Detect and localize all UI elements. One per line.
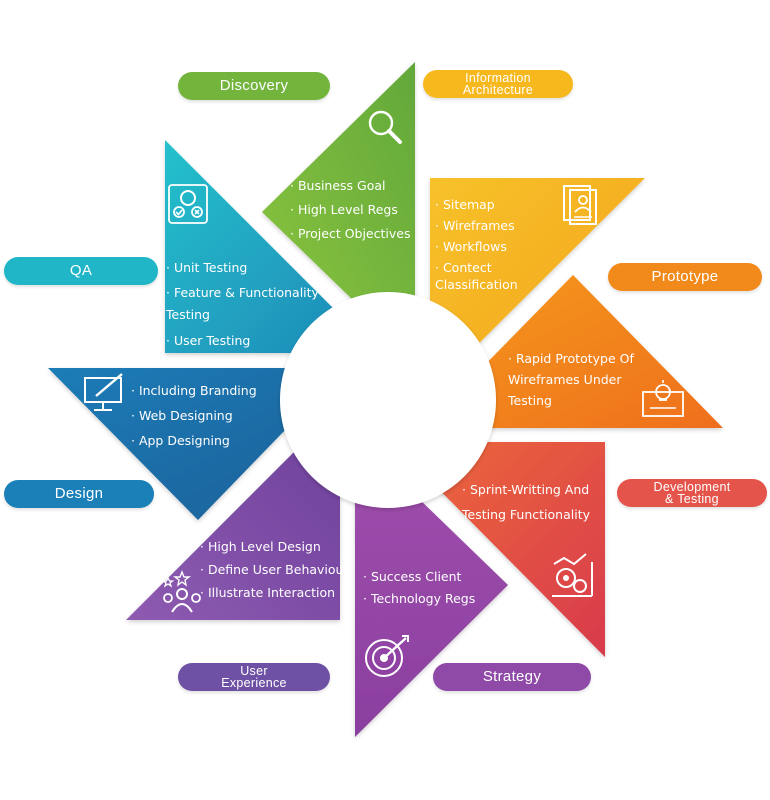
- list-item: · Illustrate Interaction: [200, 585, 336, 600]
- user-experience-items: · High Level Design · Define User Behavi…: [200, 538, 349, 601]
- strategy-items: · Success Client · Technology Regs: [363, 568, 475, 607]
- monitor-brush-icon: [84, 373, 123, 411]
- segment-development: [392, 442, 605, 657]
- list-item: · Technology Regs: [363, 591, 476, 606]
- list-item: · Contect Classification: [435, 260, 518, 292]
- segment-discovery: [262, 62, 415, 360]
- label-development-testing: Development & Testing: [617, 479, 767, 507]
- list-item: · Business Goal: [290, 178, 386, 193]
- list-item: · Define User Behaviour: [200, 562, 349, 577]
- target-icon: [365, 635, 409, 677]
- list-item: · Workflows: [435, 239, 507, 254]
- segment-user-experience: [126, 406, 340, 620]
- list-item: · High Level Regs: [290, 202, 398, 217]
- segment-prototype: [423, 275, 723, 428]
- label-user-experience: User Experience: [178, 663, 330, 691]
- segment-information: [430, 178, 645, 392]
- qa-items: · Unit Testing · Feature & Functionality…: [166, 259, 319, 349]
- label-qa: QA: [4, 257, 158, 285]
- list-item: · App Designing: [131, 433, 230, 448]
- list-item: · Rapid Prototype Of Wireframes Under Te…: [508, 351, 634, 408]
- list-item: · Web Designing: [131, 408, 233, 423]
- magnifier-icon: [368, 110, 402, 144]
- document-icon: [563, 185, 597, 225]
- list-item: · Success Client: [363, 569, 462, 584]
- list-item: · Project Objectives: [290, 226, 411, 241]
- design-items: · Including Branding · Web Designing · A…: [131, 382, 257, 449]
- label-design: Design: [4, 480, 154, 508]
- lightbulb-blueprint-icon: [642, 380, 684, 417]
- list-item: · Including Branding: [131, 383, 257, 398]
- discovery-items: · Business Goal · High Level Regs · Proj…: [290, 177, 410, 242]
- information-items: · Sitemap · Wireframes · Workflows · Con…: [435, 196, 518, 293]
- users-stars-icon: [161, 570, 201, 613]
- list-item: · Unit Testing: [166, 260, 248, 275]
- gears-growth-icon: [552, 553, 593, 597]
- prototype-items: · Rapid Prototype Of Wireframes Under Te…: [508, 348, 634, 411]
- gear-check-icon: [168, 184, 208, 224]
- segment-design: [48, 368, 345, 520]
- list-item: · High Level Design: [200, 539, 321, 554]
- list-item: · Sprint-Writting And Testing Functional…: [462, 482, 590, 522]
- label-prototype: Prototype: [608, 263, 762, 291]
- development-items: · Sprint-Writting And Testing Functional…: [462, 477, 590, 527]
- label-information-architecture: Information Architecture: [423, 70, 573, 98]
- list-item: · Wireframes: [435, 218, 515, 233]
- list-item: · User Testing: [166, 333, 251, 348]
- center-hub: [280, 292, 496, 508]
- label-discovery: Discovery: [178, 72, 330, 100]
- label-strategy: Strategy: [433, 663, 591, 691]
- segment-qa: [165, 140, 378, 353]
- list-item: · Sitemap: [435, 197, 495, 212]
- list-item: · Feature & Functionality Testing: [166, 285, 319, 322]
